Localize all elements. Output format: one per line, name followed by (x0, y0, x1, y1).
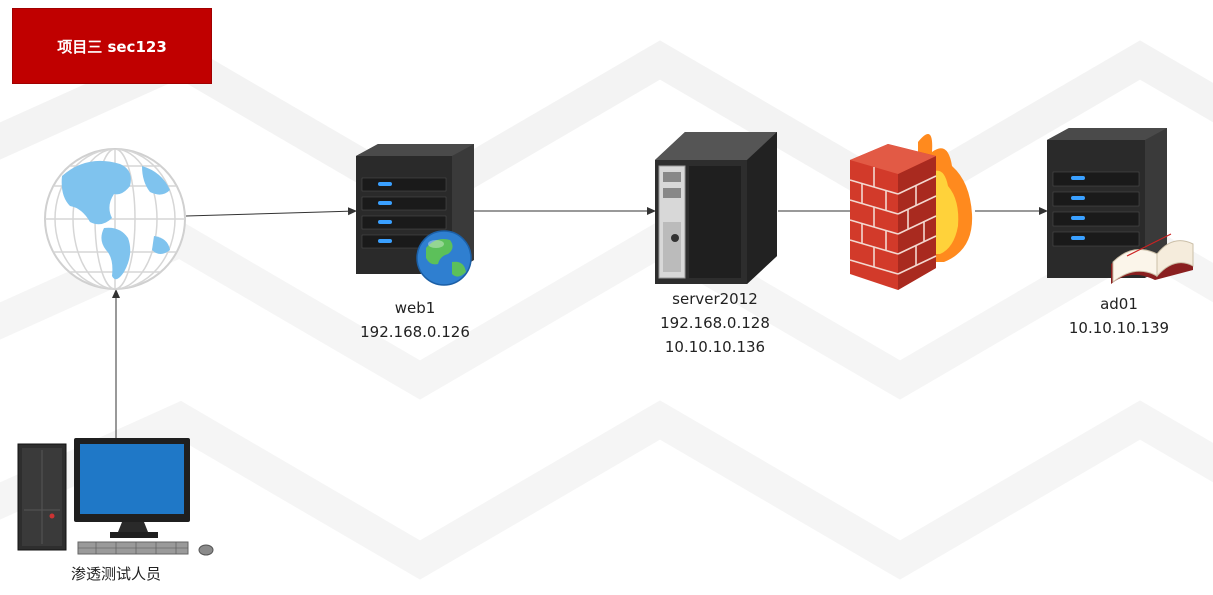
web-server-icon (356, 144, 474, 286)
book-icon (1111, 233, 1194, 284)
web1-ip-0: 192.168.0.126 (360, 323, 470, 341)
server2012-ip-0: 192.168.0.128 (660, 314, 770, 332)
firewall-icon (849, 134, 973, 290)
web1-label: web1 192.168.0.126 (340, 296, 490, 344)
attacker-name: 渗透测试人员 (70, 565, 161, 583)
workstation-icon (17, 438, 214, 556)
ad-server-icon (1047, 128, 1194, 284)
link-internet-web1 (185, 207, 357, 217)
server2012-label: server2012 192.168.0.128 10.10.10.136 (640, 287, 790, 359)
tower-server-icon (655, 132, 777, 284)
ad01-name: ad01 (1100, 295, 1138, 313)
ad01-ip-0: 10.10.10.139 (1068, 319, 1170, 337)
server2012-name: server2012 (672, 290, 758, 308)
web1-name: web1 (394, 299, 436, 317)
attacker-label: 渗透测试人员 (36, 562, 196, 586)
server2012-ip-1: 10.10.10.136 (664, 338, 766, 356)
project-title: 项目三 sec123 (12, 8, 212, 84)
globe-icon (44, 148, 186, 290)
ad01-label: ad01 10.10.10.139 (1044, 292, 1194, 340)
